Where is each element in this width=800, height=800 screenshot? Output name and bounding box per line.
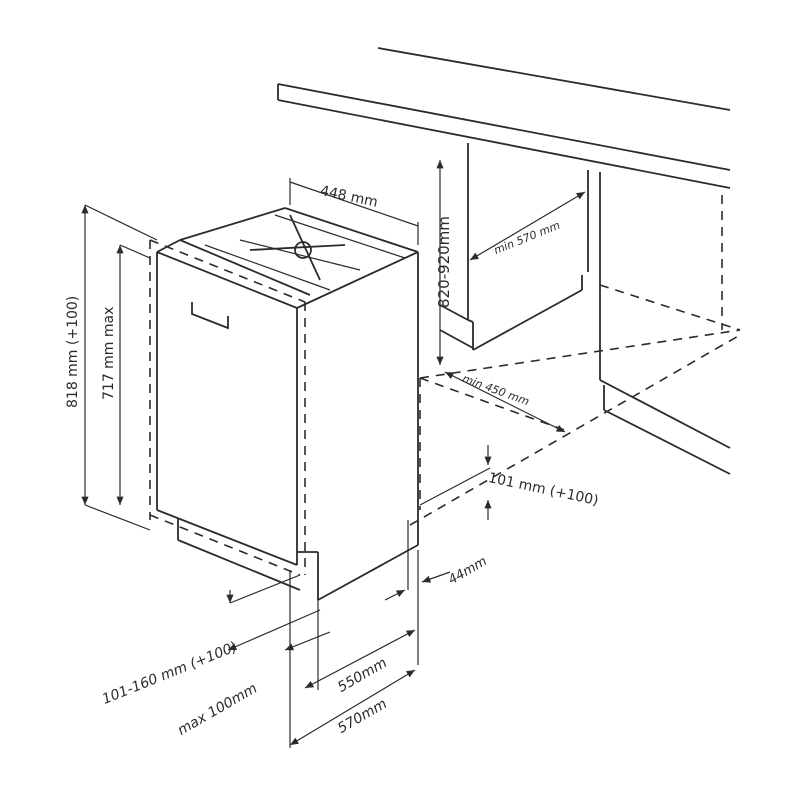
door-handle-icon	[191, 302, 229, 330]
left-cabinet	[439, 143, 589, 351]
door-height-label: 717 mm max	[101, 306, 117, 400]
dishwasher	[156, 207, 419, 601]
dimension-lines	[81, 160, 586, 748]
floor-outline	[149, 284, 741, 576]
niche-height-label: 820-920mm	[435, 216, 453, 308]
door-panel-outline	[149, 239, 306, 575]
total-height-label: 818 mm (+100)	[65, 295, 81, 408]
countertop	[277, 47, 731, 189]
right-cabinet	[599, 172, 731, 475]
